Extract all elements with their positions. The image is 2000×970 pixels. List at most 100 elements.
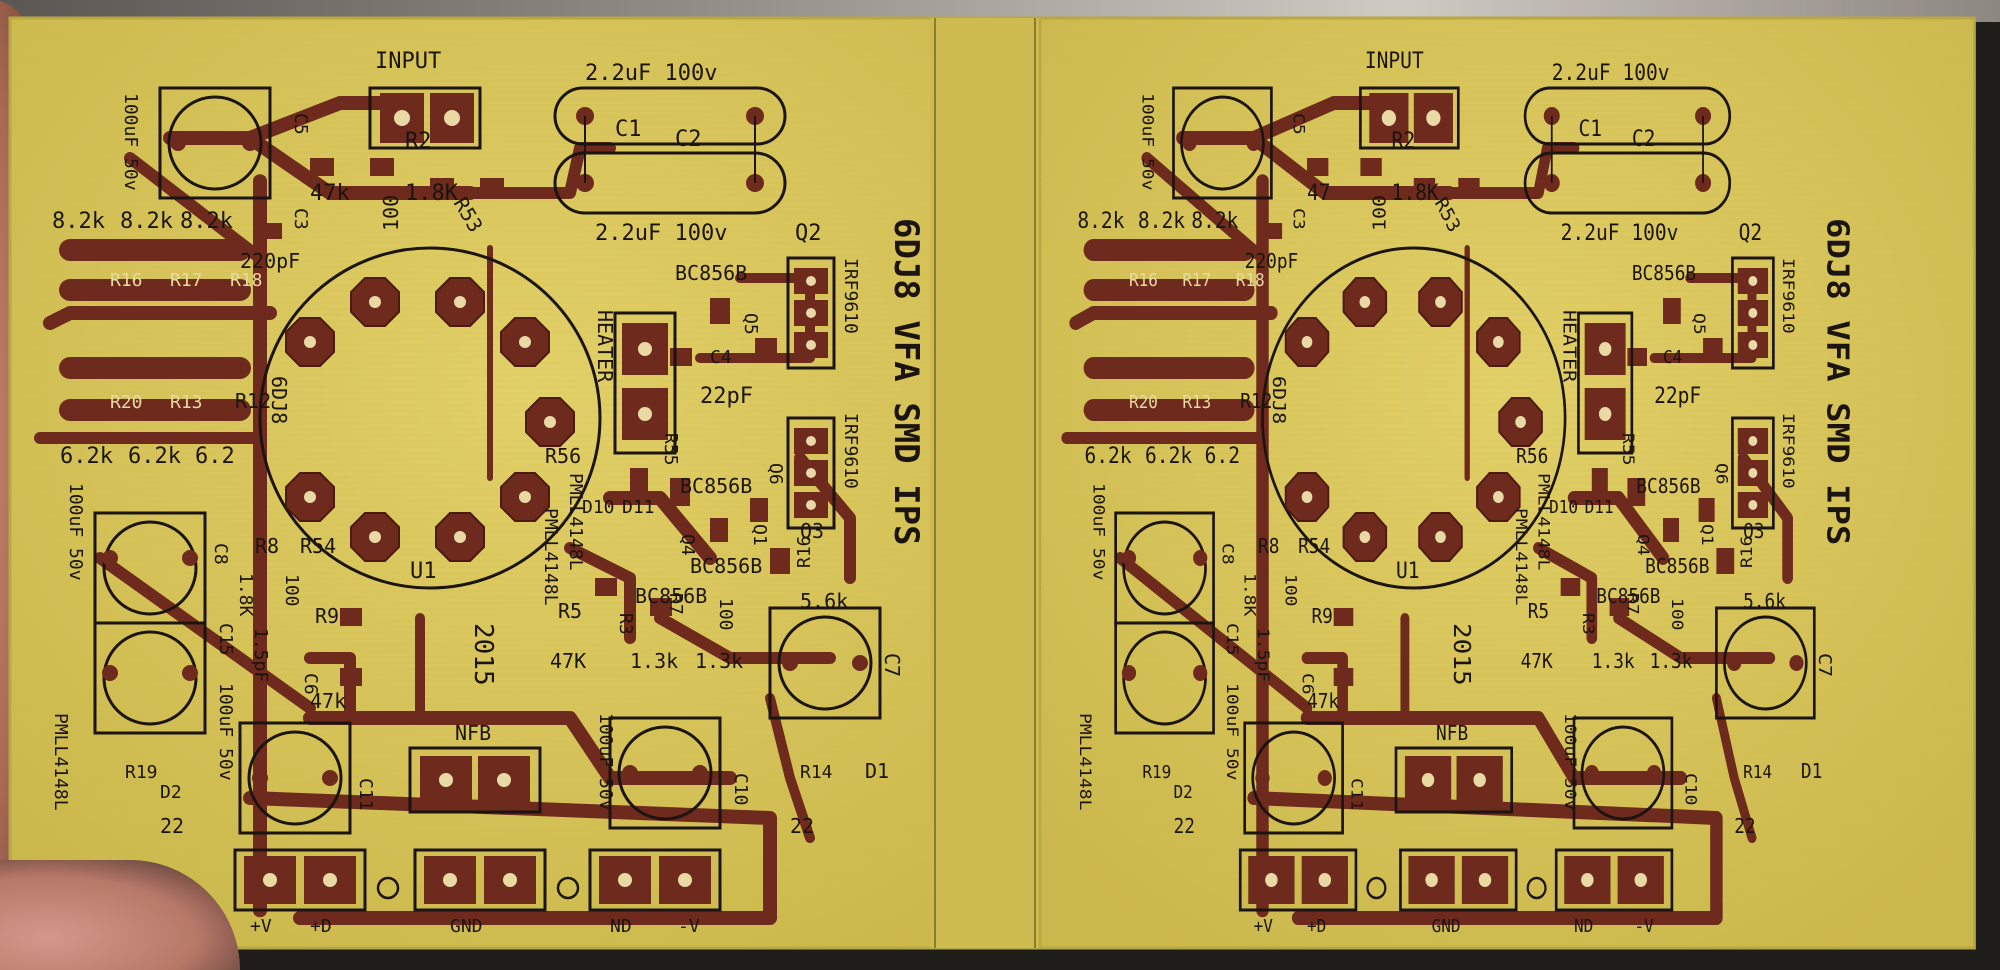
left-22-a-label: 22 bbox=[160, 814, 184, 838]
right-bc856b-c: BC856B bbox=[1645, 555, 1709, 578]
right-c2-label: C2 bbox=[1632, 126, 1656, 151]
left-board-silkscreen: INPUT 2.2uF 100v 2.2uF 100v C1 C2 R2 47k… bbox=[50, 49, 926, 937]
left-47k-c-label: 47k bbox=[310, 689, 346, 713]
left-input-label: INPUT bbox=[375, 49, 441, 74]
left-pmll-c: PMLL4148L bbox=[50, 713, 71, 811]
right-d1-label: D1 bbox=[1801, 760, 1822, 783]
right-c11-label: C11 bbox=[1347, 778, 1366, 810]
right-r7-label: R7 bbox=[1623, 593, 1642, 615]
right-pad-gnd: GND bbox=[1432, 916, 1461, 937]
left-q2-label: Q2 bbox=[795, 221, 822, 246]
left-62k-c: 6.2 bbox=[195, 444, 235, 469]
left-r9-label: R9 bbox=[315, 604, 339, 628]
right-board-title: 6DJ8 VFA SMD IPS bbox=[1820, 218, 1856, 545]
left-r19-label: R19 bbox=[125, 762, 158, 783]
right-r8-label: R8 bbox=[1258, 535, 1279, 558]
right-22-a-label: 22 bbox=[1174, 815, 1195, 838]
right-100-c-label: 100 bbox=[1667, 598, 1686, 630]
right-bc856b-b: BC856B bbox=[1636, 475, 1700, 498]
left-22pf-label: 22pF bbox=[700, 384, 753, 409]
right-c8-label: C8 bbox=[1218, 543, 1237, 565]
left-18k-label: 1.8K bbox=[405, 181, 459, 206]
right-r14-label: R14 bbox=[1743, 762, 1772, 783]
right-62k-b: 6.2k bbox=[1145, 443, 1193, 468]
right-irf9610-a: IRF9610 bbox=[1778, 258, 1797, 334]
left-6dj8-label: 6DJ8 bbox=[267, 376, 291, 424]
left-47k-label: 47k bbox=[310, 181, 350, 206]
left-pad-plus-d: +D bbox=[310, 916, 332, 937]
right-r17: R17 bbox=[1182, 270, 1211, 291]
board-join bbox=[930, 18, 1040, 948]
left-cap-top-label: 2.2uF 100v bbox=[585, 61, 717, 86]
right-r20: R20 bbox=[1129, 392, 1158, 413]
left-c7-label: C7 bbox=[880, 653, 904, 677]
right-cap-top-label: 2.2uF 100v bbox=[1552, 60, 1670, 85]
left-c10-label: C10 bbox=[730, 773, 751, 806]
left-c2-label: C2 bbox=[675, 127, 702, 152]
left-heater-label: HEATER bbox=[593, 310, 617, 383]
right-irf9610-b: IRF9610 bbox=[1778, 413, 1797, 489]
right-6dj8-label: 6DJ8 bbox=[1268, 376, 1289, 424]
right-r16-b-label: R16 bbox=[1738, 536, 1757, 568]
right-r18: R18 bbox=[1236, 270, 1265, 291]
right-r13: R13 bbox=[1182, 392, 1211, 413]
left-d1-label: D1 bbox=[865, 759, 889, 783]
left-c15-label: C15 bbox=[215, 623, 236, 656]
left-c1-label: C1 bbox=[615, 117, 642, 142]
left-r2-label: R2 bbox=[405, 129, 432, 154]
left-15pf-label: 1.5pF bbox=[250, 628, 271, 682]
right-62k-a: 6.2k bbox=[1085, 443, 1133, 468]
right-47k-label: 47 bbox=[1307, 180, 1331, 205]
right-q6-label: Q6 bbox=[1712, 463, 1731, 485]
right-c15-label: C15 bbox=[1222, 623, 1241, 655]
left-c4-label: C4 bbox=[710, 347, 732, 368]
left-47k-b-label: 47K bbox=[550, 649, 586, 673]
right-q3-label: Q3 bbox=[1743, 520, 1764, 543]
right-pad-nd: ND bbox=[1574, 916, 1593, 937]
right-input-label: INPUT bbox=[1365, 48, 1424, 73]
right-q5-label: Q5 bbox=[1689, 313, 1708, 335]
left-pad-gnd: GND bbox=[450, 916, 483, 937]
right-18k-b-label: 1.8K bbox=[1240, 573, 1259, 617]
right-pmll-b: PMLL4148L bbox=[1511, 508, 1530, 605]
right-c7-label: C7 bbox=[1814, 653, 1835, 677]
right-d11-label: D11 bbox=[1585, 497, 1614, 518]
left-d10-label: D10 bbox=[582, 497, 615, 518]
left-82k-c: 8.2k bbox=[180, 209, 233, 234]
left-c8-label: C8 bbox=[210, 543, 231, 565]
left-pad-minus-v: -V bbox=[678, 916, 700, 937]
left-r17: R17 bbox=[170, 270, 203, 291]
right-15pf-label: 1.5pF bbox=[1253, 628, 1272, 682]
left-cap-100uf-d: 100uF 50v bbox=[595, 713, 616, 811]
left-c6-label: C6 bbox=[300, 673, 321, 695]
left-pad-nd: ND bbox=[610, 916, 632, 937]
left-r16-b-label: R16 bbox=[794, 535, 815, 568]
left-bc856b-d: BC856B bbox=[635, 584, 707, 608]
left-r54-label: R54 bbox=[300, 534, 336, 558]
left-nfb-label: NFB bbox=[455, 721, 491, 745]
right-nfb-label: NFB bbox=[1436, 722, 1468, 745]
right-220pf-label: 220pF bbox=[1245, 250, 1299, 273]
left-r5-label: R5 bbox=[558, 599, 582, 623]
left-irf9610-a: IRF9610 bbox=[840, 258, 861, 334]
right-pad-plus-v: +V bbox=[1254, 916, 1273, 937]
left-cap-bottom-label: 2.2uF 100v bbox=[595, 221, 727, 246]
left-q3-label: Q3 bbox=[800, 519, 824, 543]
right-pad-minus-v: -V bbox=[1635, 916, 1654, 937]
right-2015-label: 2015 bbox=[1448, 623, 1475, 686]
left-22-b-label: 22 bbox=[790, 814, 814, 838]
left-2015-label: 2015 bbox=[468, 623, 498, 686]
right-board-silkscreen: INPUT 2.2uF 100v 2.2uF 100v C1 C2 R2 47 … bbox=[1075, 48, 1856, 937]
left-bc856b-c: BC856B bbox=[690, 554, 762, 578]
left-q5-label: Q5 bbox=[740, 313, 761, 335]
right-d2-label: D2 bbox=[1174, 782, 1193, 803]
left-100-b-label: 100 bbox=[281, 574, 302, 607]
right-62k-c: 6.2 bbox=[1205, 443, 1240, 468]
right-22pf-label: 22pF bbox=[1654, 383, 1701, 408]
right-13k-a-label: 1.3k bbox=[1592, 650, 1635, 673]
left-pmll-b: PMLL4148L bbox=[540, 508, 561, 606]
left-pad-plus-v: +V bbox=[250, 916, 272, 937]
left-r56-label: R56 bbox=[545, 444, 581, 468]
right-82k-b: 8.2k bbox=[1138, 208, 1186, 233]
